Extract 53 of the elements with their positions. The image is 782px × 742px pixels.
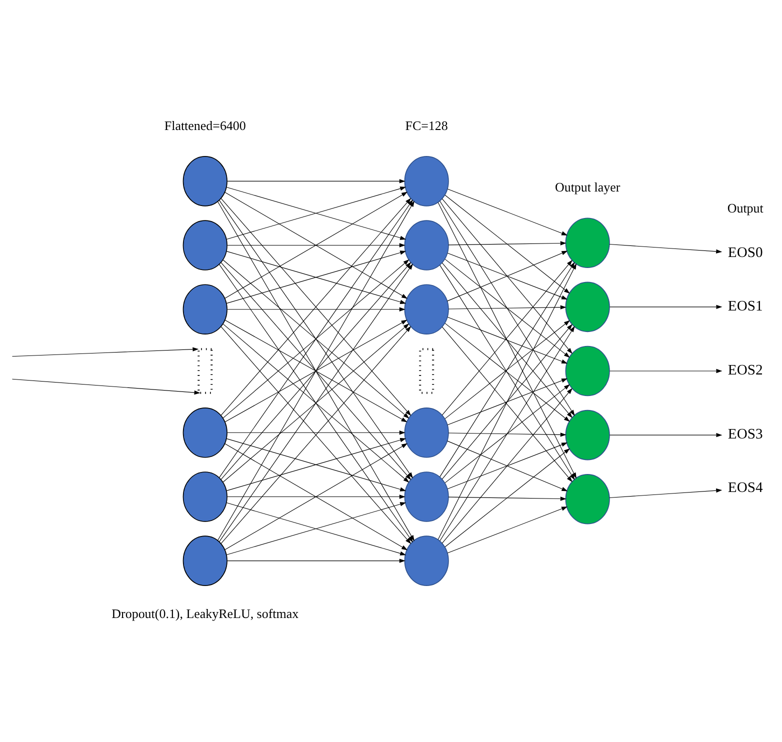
arrow — [609, 488, 722, 498]
arrow — [227, 494, 406, 499]
node-text: EOS3 — [728, 426, 763, 443]
arrow — [610, 368, 722, 374]
arrow — [610, 304, 722, 310]
label: Output — [727, 200, 764, 216]
arrow — [447, 506, 568, 554]
arrow — [448, 305, 566, 310]
arrow — [224, 320, 408, 422]
arrow — [227, 307, 406, 312]
arrow — [444, 384, 570, 484]
arrow — [448, 241, 566, 246]
arrow — [12, 378, 200, 395]
arrow — [12, 347, 199, 357]
node-circle — [182, 156, 228, 206]
arrow — [448, 432, 566, 437]
label: Output layer — [554, 180, 620, 195]
arrow — [438, 263, 576, 540]
arrow — [227, 558, 406, 563]
label: Dropout(0.1), LeakyReLU, softmax — [112, 606, 299, 622]
arrow — [448, 496, 566, 501]
arrow — [227, 179, 406, 184]
node-circle — [182, 220, 228, 270]
arrow — [609, 244, 722, 254]
node-circle — [182, 536, 228, 586]
arrow — [440, 200, 575, 416]
node-dots — [198, 348, 213, 394]
arrow — [440, 326, 575, 542]
node-text: EOS1 — [728, 298, 763, 314]
node-dots — [419, 348, 434, 394]
arrow — [444, 194, 570, 294]
node-text: EOS4 — [728, 480, 763, 496]
label: Flattened=6400 — [164, 118, 246, 133]
node-text: EOS2 — [728, 362, 763, 379]
arrow — [444, 448, 570, 548]
arrow — [220, 262, 412, 480]
arrow — [227, 430, 406, 435]
arrow — [226, 502, 406, 556]
arrow — [444, 258, 570, 358]
node-text: EOS0 — [728, 244, 763, 261]
node-circle — [182, 284, 228, 334]
arrow — [447, 188, 568, 236]
arrow — [447, 316, 568, 364]
arrow — [447, 378, 568, 426]
arrow — [227, 243, 406, 248]
label: FC=128 — [405, 118, 448, 133]
arrow — [610, 432, 722, 438]
node-circle — [182, 408, 228, 458]
arrow — [442, 198, 572, 354]
arrow — [226, 186, 406, 240]
arrow — [442, 388, 572, 544]
node-circle — [182, 472, 228, 522]
arrow — [438, 202, 576, 479]
